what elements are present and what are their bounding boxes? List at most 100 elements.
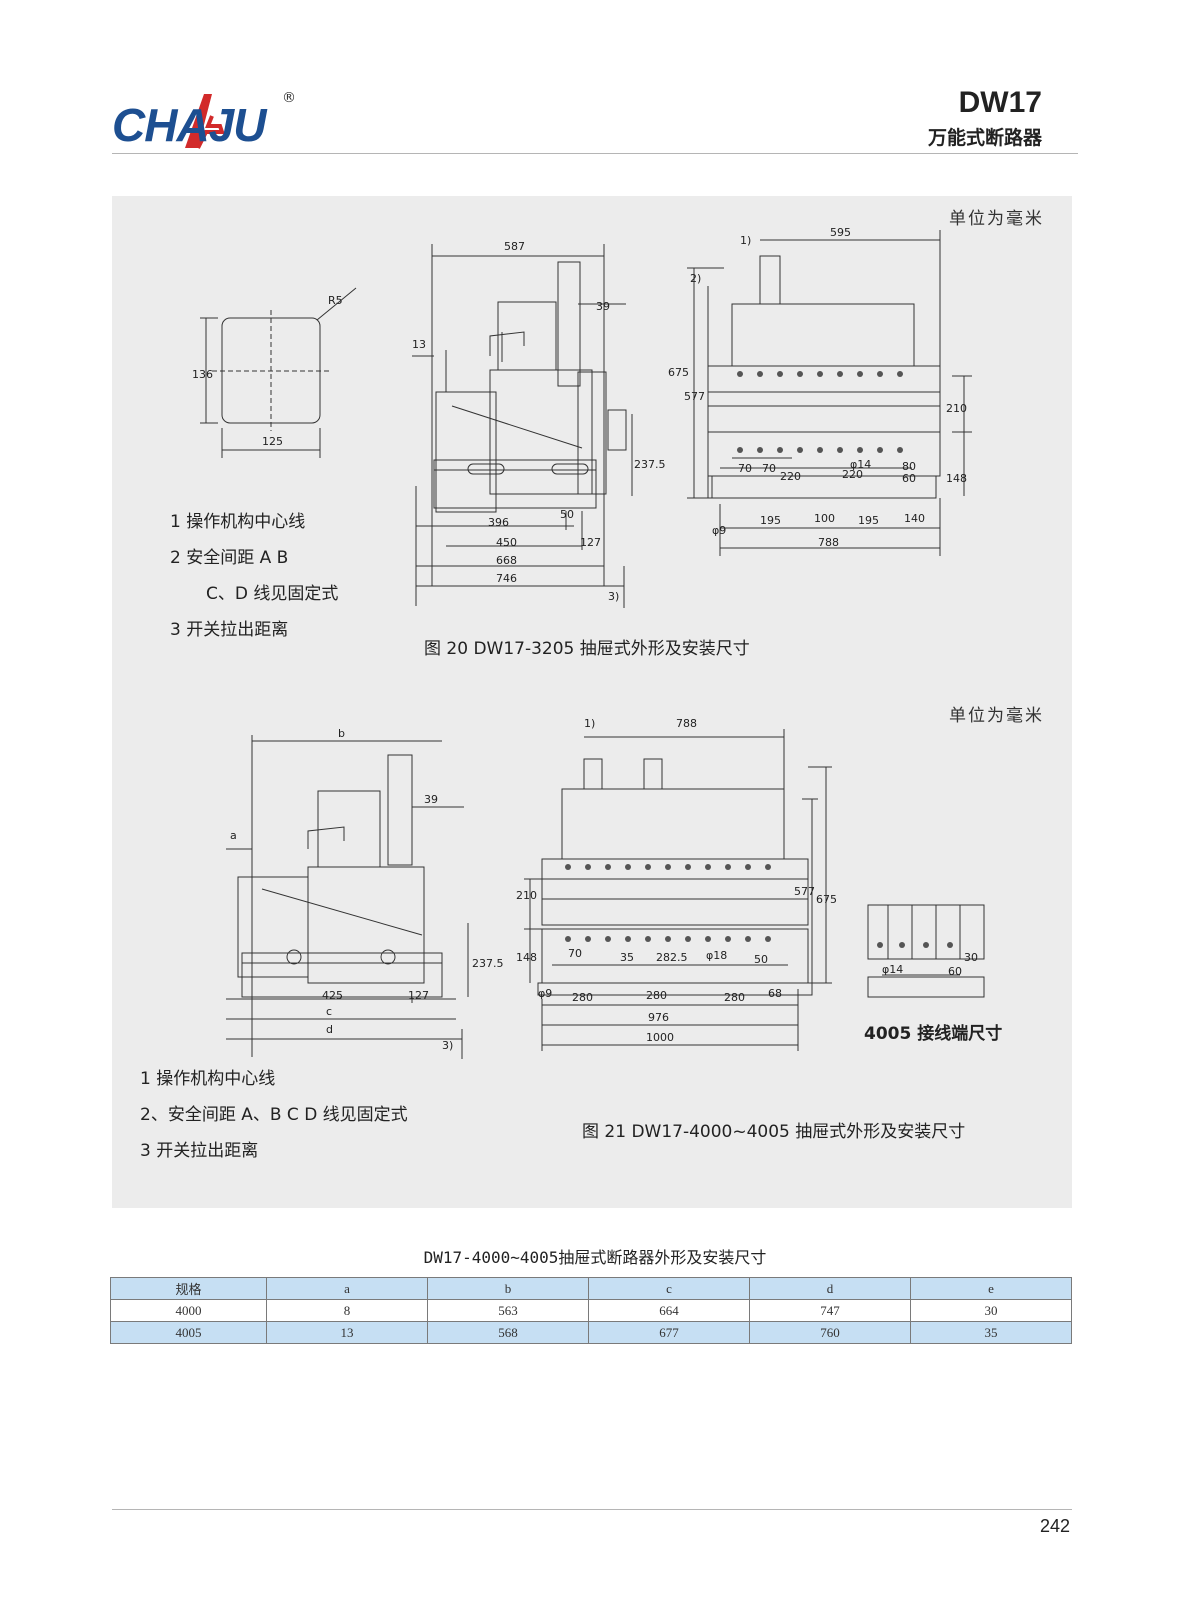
table-header-cell: e	[910, 1277, 1072, 1300]
dim-label: 396	[488, 516, 509, 529]
table-header-cell: 规格	[110, 1277, 267, 1300]
table-cell: 563	[427, 1299, 589, 1322]
header-divider	[112, 153, 1078, 154]
table-cell: 4005	[110, 1321, 267, 1344]
dim-label: 668	[496, 554, 517, 567]
legend-item: 1 操作机构中心线	[140, 1069, 276, 1089]
table-header-cell: d	[749, 1277, 911, 1300]
legend-item: C、D 线见固定式	[206, 584, 339, 604]
dim-label: 595	[830, 226, 851, 239]
dim-label: φ14	[882, 963, 903, 976]
dim-label: 675	[668, 366, 689, 379]
dim-label: 13	[412, 338, 426, 351]
table-cell: 35	[910, 1321, 1072, 1344]
figure-21-caption: 图 21 DW17-4000~4005 抽屉式外形及安装尺寸	[582, 1122, 966, 1142]
dim-label: 577	[794, 885, 815, 898]
dim-label: 30	[964, 951, 978, 964]
figure-21-panel: 单位为毫米	[112, 699, 1072, 1208]
dim-label: 140	[904, 512, 925, 525]
dim-label: 50	[754, 953, 768, 966]
dim-label: 100	[814, 512, 835, 525]
dim-label: 195	[760, 514, 781, 527]
dim-label: 195	[858, 514, 879, 527]
terminal-label: 4005 接线端尺寸	[864, 1024, 1003, 1044]
dim-label: 70	[568, 947, 582, 960]
dim-label: 210	[946, 402, 967, 415]
dim-label: 127	[580, 536, 601, 549]
table-cell: 4000	[110, 1299, 267, 1322]
dim-label: φ14	[850, 458, 871, 471]
dim-label: φ9	[538, 987, 552, 1000]
brand-logo-mark	[185, 94, 225, 149]
dim-label: 788	[676, 717, 697, 730]
logo-text: CHAJU	[112, 99, 266, 151]
dim-label: 788	[818, 536, 839, 549]
dim-label: 70	[762, 462, 776, 475]
table-cell: 664	[588, 1299, 750, 1322]
dim-label: 68	[768, 987, 782, 1000]
dim-label: 587	[504, 240, 525, 253]
dim-label: 237.5	[472, 957, 504, 970]
dim-label: 136	[192, 368, 213, 381]
dim-label: 210	[516, 889, 537, 902]
figure-20-caption: 图 20 DW17-3205 抽屉式外形及安装尺寸	[424, 639, 750, 659]
dim-label: φ18	[706, 949, 727, 962]
table-header-cell: c	[588, 1277, 750, 1300]
legend-item: 3 开关拉出距离	[140, 1141, 259, 1161]
dim-label: 148	[516, 951, 537, 964]
dim-label: 60	[948, 965, 962, 978]
dim-label: d	[326, 1023, 333, 1036]
table-header-row: 规格 a b c d e	[110, 1277, 1072, 1300]
dim-label: 237.5	[634, 458, 666, 471]
registered-mark: ®	[282, 90, 296, 106]
legend-item: 2、安全间距 A、B C D 线见固定式	[140, 1105, 408, 1125]
dim-label: 50	[560, 508, 574, 521]
table-title: DW17-4000~4005抽屉式断路器外形及安装尺寸	[423, 1248, 767, 1267]
dim-label: 577	[684, 390, 705, 403]
dim-label: 70	[738, 462, 752, 475]
dim-label: 282.5	[656, 951, 688, 964]
figure-21-drawing: b a 39 237.5 425 127 c d 3) 1) 788 577 6…	[226, 717, 985, 1059]
dim-label: 3)	[608, 590, 619, 603]
dim-label: 425	[322, 989, 343, 1002]
dim-label: c	[326, 1005, 332, 1018]
dim-label: 3)	[442, 1039, 453, 1052]
dim-label: 148	[946, 472, 967, 485]
page-number: 242	[1039, 1516, 1070, 1536]
dim-label: 1000	[646, 1031, 674, 1044]
table-header-cell: b	[427, 1277, 589, 1300]
unit-note: 单位为毫米	[949, 706, 1044, 726]
table-row: 4000 8 563 664 747 30	[110, 1299, 1072, 1322]
model-title: DW17	[958, 86, 1042, 119]
dim-label: 60	[902, 472, 916, 485]
legend-item: 2 安全间距 A B	[170, 548, 289, 568]
dim-label: 675	[816, 893, 837, 906]
table-row: 4005 13 568 677 760 35	[110, 1321, 1072, 1344]
table-cell: 8	[266, 1299, 428, 1322]
dim-label: 220	[780, 470, 801, 483]
dim-label: 125	[262, 435, 283, 448]
dim-label: 746	[496, 572, 517, 585]
dim-label: φ9	[712, 524, 726, 537]
figure-20-panel: 单位为毫米	[112, 196, 1072, 699]
dim-label: 450	[496, 536, 517, 549]
table-cell: 568	[427, 1321, 589, 1344]
dim-label: 1)	[740, 234, 751, 247]
legend-item: 3 开关拉出距离	[170, 620, 289, 640]
spec-table: 规格 a b c d e 4000 8 563 664 747 30 4005 …	[110, 1277, 1072, 1344]
dim-label: 39	[424, 793, 438, 806]
dim-label: 1)	[584, 717, 595, 730]
dim-label: 280	[724, 991, 745, 1004]
table-cell: 677	[588, 1321, 750, 1344]
product-name: 万能式断路器	[927, 127, 1042, 149]
table-cell: 13	[266, 1321, 428, 1344]
dim-label: 280	[646, 989, 667, 1002]
unit-note: 单位为毫米	[949, 209, 1044, 229]
figure-21-legend: 1 操作机构中心线 2、安全间距 A、B C D 线见固定式 3 开关拉出距离	[140, 1061, 408, 1169]
dim-label: a	[230, 829, 237, 842]
table-cell: 760	[749, 1321, 911, 1344]
dim-label: 280	[572, 991, 593, 1004]
table-cell: 747	[749, 1299, 911, 1322]
dim-label: 35	[620, 951, 634, 964]
brand-logo: CHAJU ®	[112, 86, 312, 156]
